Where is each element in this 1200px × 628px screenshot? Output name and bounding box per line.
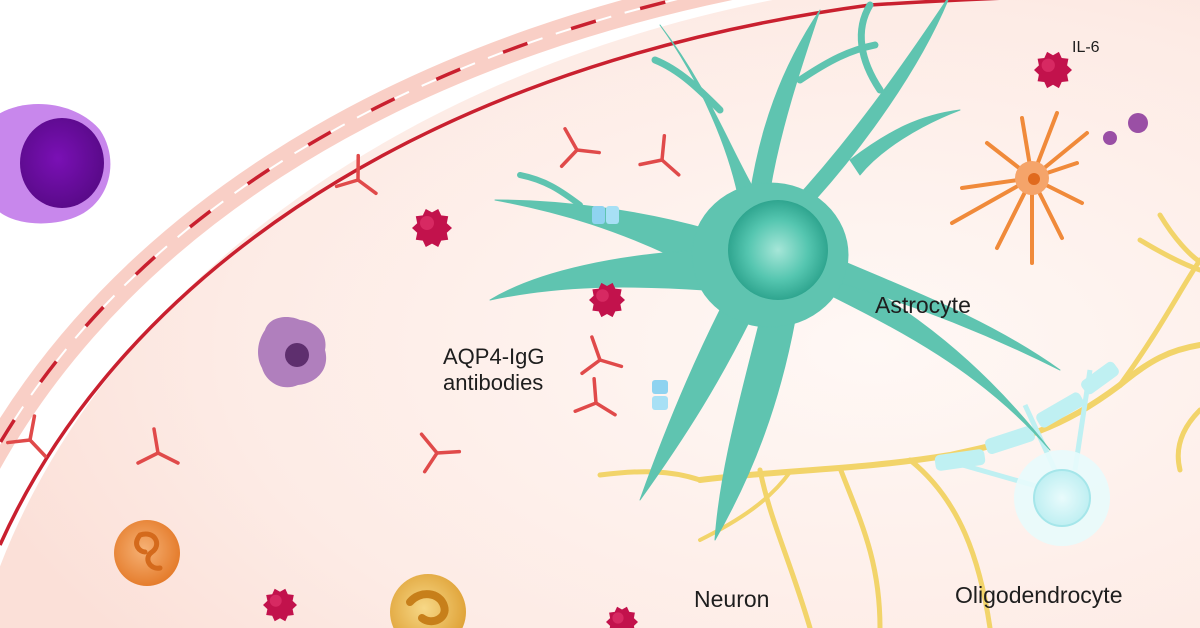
il6-label: IL-6: [1072, 39, 1100, 56]
cytokine-icon: [589, 282, 625, 318]
macrophage-nucleus: [285, 343, 309, 367]
myelin-segment: [1081, 361, 1119, 395]
cytokine-icon: [263, 588, 297, 622]
astrocyte-process: [714, 319, 796, 541]
neuron-axon: [1117, 342, 1200, 388]
aqp4-channel-icon: [652, 380, 668, 394]
astrocyte-process: [819, 269, 1051, 451]
astrocyte-process: [849, 109, 961, 176]
antibody-icon: [573, 376, 617, 417]
eosinophil-nucleus: [406, 590, 449, 626]
eosinophil: [390, 574, 466, 628]
astrocyte-process: [749, 9, 821, 196]
astrocyte-process: [489, 249, 706, 301]
plasma-cell-nucleus: [20, 118, 104, 208]
antibodies-label: AQP4-IgG antibodies: [443, 344, 593, 397]
oligodendrocyte-label: Oligodendrocyte: [955, 582, 1123, 608]
antibody-icon: [559, 127, 601, 168]
antibody-icon: [136, 427, 180, 465]
astrocyte-branch: [857, 1, 884, 94]
cytokine-icon: [606, 606, 638, 628]
microglia: [950, 111, 1089, 265]
astrocyte: [489, 0, 1061, 541]
plasma-cell: [0, 104, 111, 224]
basement-membrane-line: [0, 3, 871, 546]
antibody-icon: [580, 335, 624, 376]
myelin-segment: [1036, 392, 1084, 428]
cytokine-icon: [412, 209, 452, 247]
antibody-icon: [334, 153, 378, 196]
neutrophil-nucleus: [134, 531, 163, 571]
astrocyte-nucleus: [728, 200, 828, 300]
aqp4-channel-icon: [592, 206, 605, 224]
neutrophil: [114, 520, 180, 586]
antibodies-label-line1: AQP4-IgG: [443, 344, 545, 369]
antibodies-label-line2: antibodies: [443, 370, 544, 396]
antibody-icon: [638, 134, 681, 177]
astrocyte-process: [494, 199, 711, 266]
astrocyte-process: [639, 309, 751, 501]
vesicle: [1103, 131, 1117, 145]
neuron-process: [1157, 212, 1200, 265]
neuron-process: [1175, 407, 1200, 473]
neuron-dendrite: [757, 467, 813, 628]
neuron-dendrite: [837, 465, 883, 628]
aqp4-igg-antibodies: [6, 127, 681, 474]
astrocyte-branch: [796, 41, 879, 84]
aqp4-channel-icon: [606, 206, 619, 224]
cytokine-icon: [1034, 51, 1072, 89]
astrocyte-process: [829, 259, 1061, 371]
myelin-segment: [985, 425, 1035, 455]
astrocyte-label: Astrocyte: [875, 292, 971, 318]
aqp4-channels: [592, 206, 668, 410]
astrocyte-branch: [517, 172, 583, 208]
oligodendrocyte-nucleus: [1033, 469, 1091, 527]
astrocyte-branch: [651, 56, 724, 114]
astrocyte-process: [789, 0, 949, 206]
antibody-icon: [419, 432, 462, 474]
neuron-process: [1137, 237, 1200, 273]
neuron-dendrite: [698, 470, 792, 542]
neuron-dendrite: [907, 457, 993, 628]
neuron-process: [1117, 257, 1200, 388]
neuron-label: Neuron: [694, 586, 770, 612]
oligodendrocyte: [934, 361, 1119, 546]
vesicle: [1128, 113, 1148, 133]
microglia-nucleus: [1028, 173, 1040, 185]
cytokines: [263, 51, 1072, 628]
aqp4-channel-icon: [652, 396, 668, 410]
antibody-icon: [6, 414, 48, 458]
macrophage: [258, 317, 327, 388]
basement-membrane-top: [869, 0, 1000, 7]
myelin-segment: [934, 449, 986, 471]
endothelial-nuclei: [0, 0, 682, 447]
astrocyte-process: [659, 24, 761, 206]
